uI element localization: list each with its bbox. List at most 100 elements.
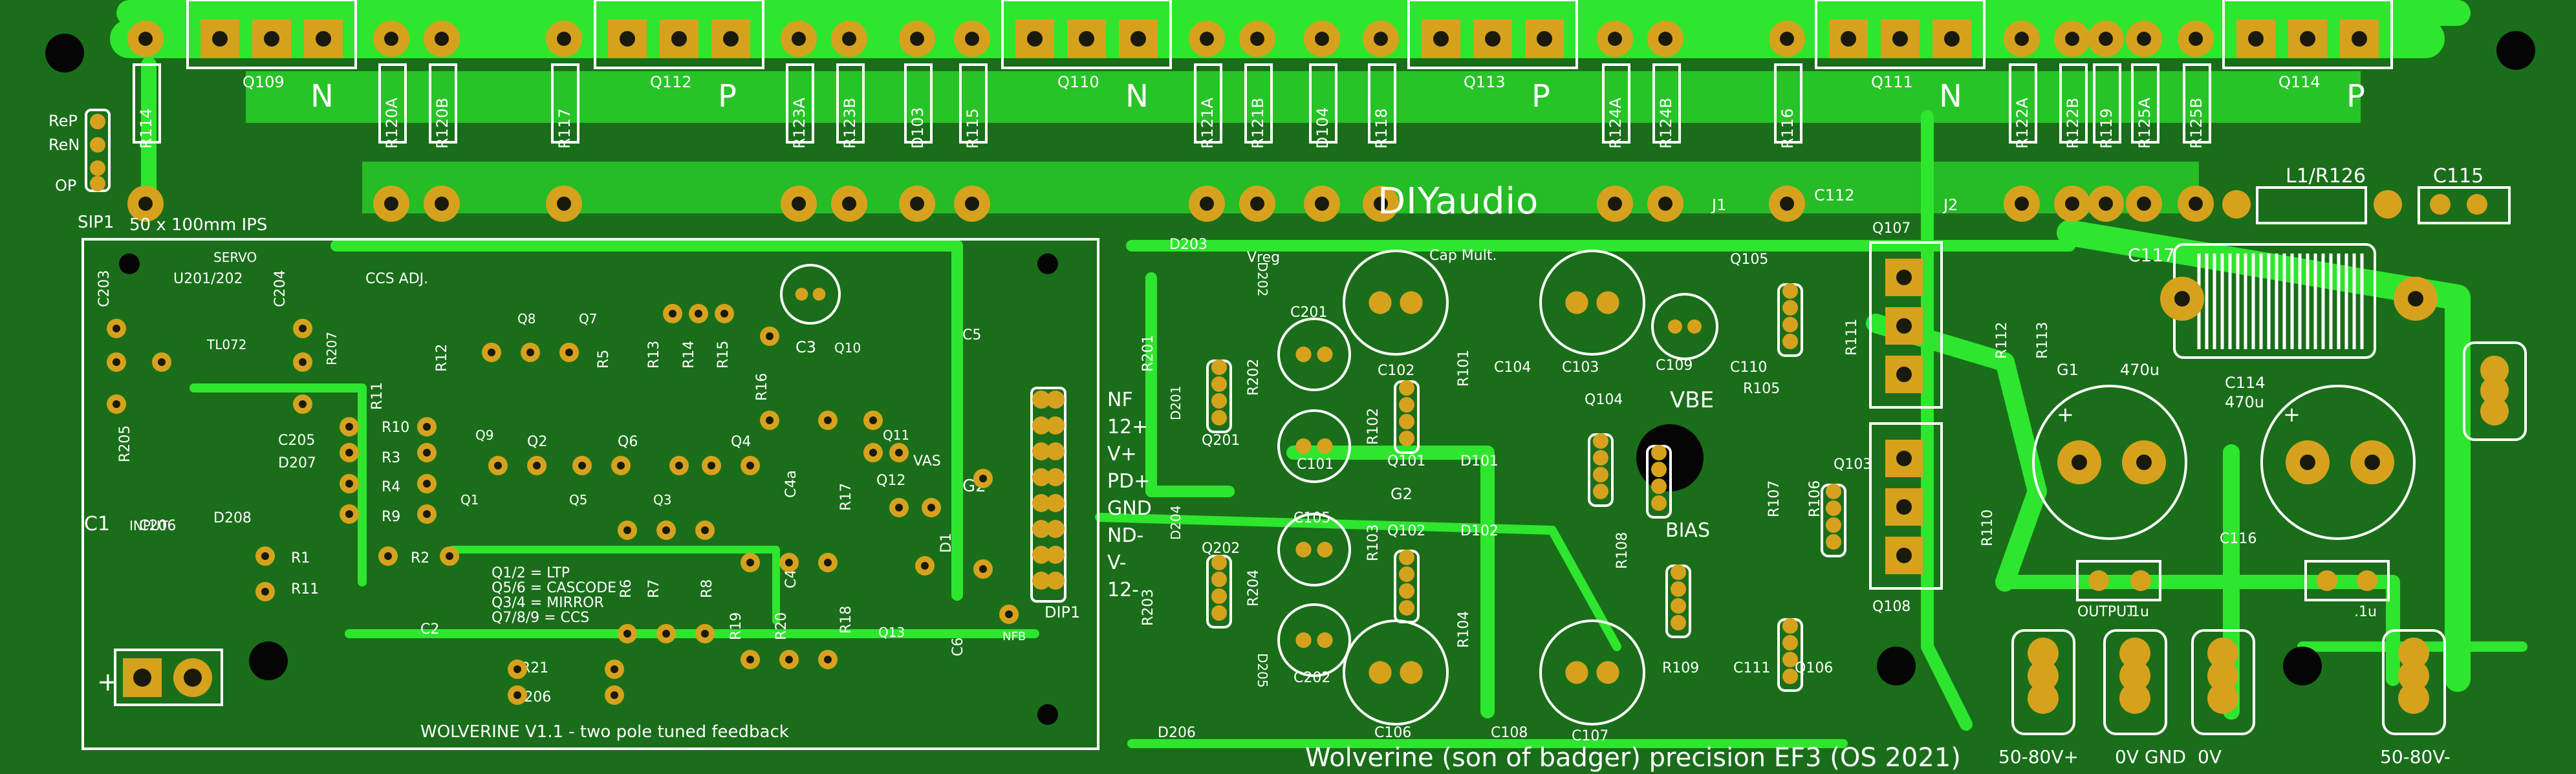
dip-pad — [1032, 442, 1050, 460]
mid-label: R109 — [1662, 660, 1699, 676]
resistor-ref: R114 — [137, 109, 155, 149]
dip-pad — [1046, 442, 1065, 460]
ips-label: R5 — [596, 350, 612, 369]
ips-label: R2 — [411, 550, 429, 566]
pin-label: NF — [1107, 389, 1133, 411]
resistor-ref: D103 — [909, 107, 927, 149]
resistor-ref: R119 — [2097, 109, 2116, 149]
mid-label: R111 — [1844, 319, 1860, 356]
resistor-outline — [1309, 63, 1337, 144]
ips-label: Q8 — [517, 311, 536, 327]
ips-label: Q1 — [460, 492, 479, 508]
mid-label: C108 — [1491, 725, 1528, 741]
transistor-type: N — [310, 78, 334, 114]
cap-ref: C115 — [2433, 165, 2484, 188]
resistor-ref: R115 — [964, 109, 982, 149]
electrolytic-cap — [1277, 409, 1351, 483]
ips-label: R15 — [715, 341, 731, 369]
ips-label: Q2 — [527, 434, 547, 450]
pin-label: ND- — [1107, 524, 1143, 547]
to220-outline — [1815, 0, 1986, 69]
ips-note: Q3/4 = MIRROR — [492, 595, 604, 611]
ips-label: D207 — [278, 455, 316, 471]
output-connector — [2463, 341, 2527, 441]
pin-label: 12- — [1107, 579, 1139, 601]
mid-label: R106 — [1807, 480, 1823, 517]
ips-label: INPUT — [129, 518, 169, 533]
ips-label: C2 — [420, 621, 439, 638]
mid-label: Q108 — [1872, 599, 1910, 615]
ips-label: Q6 — [618, 434, 638, 450]
cap-ref: C116 — [2220, 531, 2257, 547]
ips-label: R19 — [728, 612, 744, 640]
cap-ref: C114 — [2225, 374, 2266, 392]
resistor-ref: R124B — [1657, 98, 1675, 149]
ips-label: C1 — [84, 513, 110, 535]
mid-label: R203 — [1140, 589, 1156, 626]
pin-label: V- — [1107, 552, 1127, 574]
ips-label: C204 — [272, 270, 288, 307]
svg-text:+: + — [97, 667, 119, 697]
mid-label: R204 — [1246, 570, 1262, 607]
dip-pad — [1046, 391, 1065, 409]
ips-label: C203 — [96, 270, 113, 307]
resistor-ref: R122B — [2064, 98, 2082, 149]
ips-label: R18 — [838, 606, 854, 634]
dip-pad — [1032, 494, 1050, 512]
to220-outline — [2222, 0, 2393, 69]
transistor-type: P — [718, 78, 737, 114]
electrolytic-cap — [1343, 250, 1449, 356]
electrolytic-cap — [1277, 317, 1351, 391]
ips-label: DIP1 — [1044, 603, 1080, 621]
to220-outline — [1407, 0, 1578, 69]
ips-label: SERVO — [213, 250, 257, 265]
ips-label: Q9 — [475, 427, 493, 443]
transistor-ref: Q113 — [1464, 73, 1506, 91]
ips-label: R16 — [754, 373, 770, 401]
dip-pad — [1032, 546, 1050, 564]
board-title: Wolverine (son of badger) precision EF3 … — [1305, 743, 1961, 773]
transistor-type: N — [1939, 78, 1962, 114]
r127-c113: L1/R126 C115 — [2222, 165, 2511, 224]
to220-outline — [594, 0, 764, 69]
resistor-ref: R125A — [2136, 98, 2154, 149]
sip1-header: ReP ReN OP SIP1 — [49, 109, 114, 232]
resistor-ref: R121A — [1198, 98, 1217, 149]
cap-value: .1u — [2354, 604, 2377, 620]
mid-label: C102 — [1378, 363, 1414, 379]
transistor-ref: Q110 — [1057, 73, 1099, 91]
mid-label: D102 — [1460, 523, 1499, 539]
resistor-outline — [2183, 63, 2211, 144]
electrolytic-cap — [1539, 250, 1645, 356]
resistor-ref: R123B — [841, 98, 859, 149]
mid-label: Q103 — [1834, 457, 1872, 473]
mid-label: VBE — [1670, 387, 1714, 413]
mid-label: D205 — [1255, 653, 1270, 688]
dip-pad — [1046, 416, 1065, 435]
ips-outline — [81, 238, 1099, 750]
resistor-ref: R123A — [790, 98, 808, 149]
mid-label: Q201 — [1202, 433, 1240, 449]
mid-label: Q101 — [1387, 453, 1425, 469]
cap-value: 470u — [2225, 393, 2264, 411]
sip-pin-label: ReN — [49, 136, 80, 154]
transistor-ref: Q111 — [1871, 73, 1913, 91]
ips-label: C206 — [139, 518, 176, 534]
transistor-type: P — [1532, 78, 1550, 114]
power-terminal-label: 0V GND — [2115, 746, 2186, 768]
resistor-outline — [378, 63, 407, 144]
power-terminal-label: 50-80V- — [2380, 746, 2451, 768]
ips-label: R205 — [117, 425, 133, 462]
ips-size-label: 50 x 100mm IPS — [129, 215, 267, 235]
resistor-outline — [1774, 63, 1802, 144]
mid-label: R201 — [1140, 335, 1156, 372]
cap-ref: G1 — [2057, 361, 2079, 379]
mid-label: Cap Mult. — [1429, 248, 1497, 264]
ips-label: C205 — [278, 433, 315, 449]
power-terminal-label: 50-80V+ — [1998, 746, 2079, 768]
resistor-outline — [2009, 63, 2037, 144]
ips-label: R12 — [434, 344, 450, 372]
resistor-outline — [836, 63, 865, 144]
mid-label: R102 — [1365, 408, 1381, 445]
